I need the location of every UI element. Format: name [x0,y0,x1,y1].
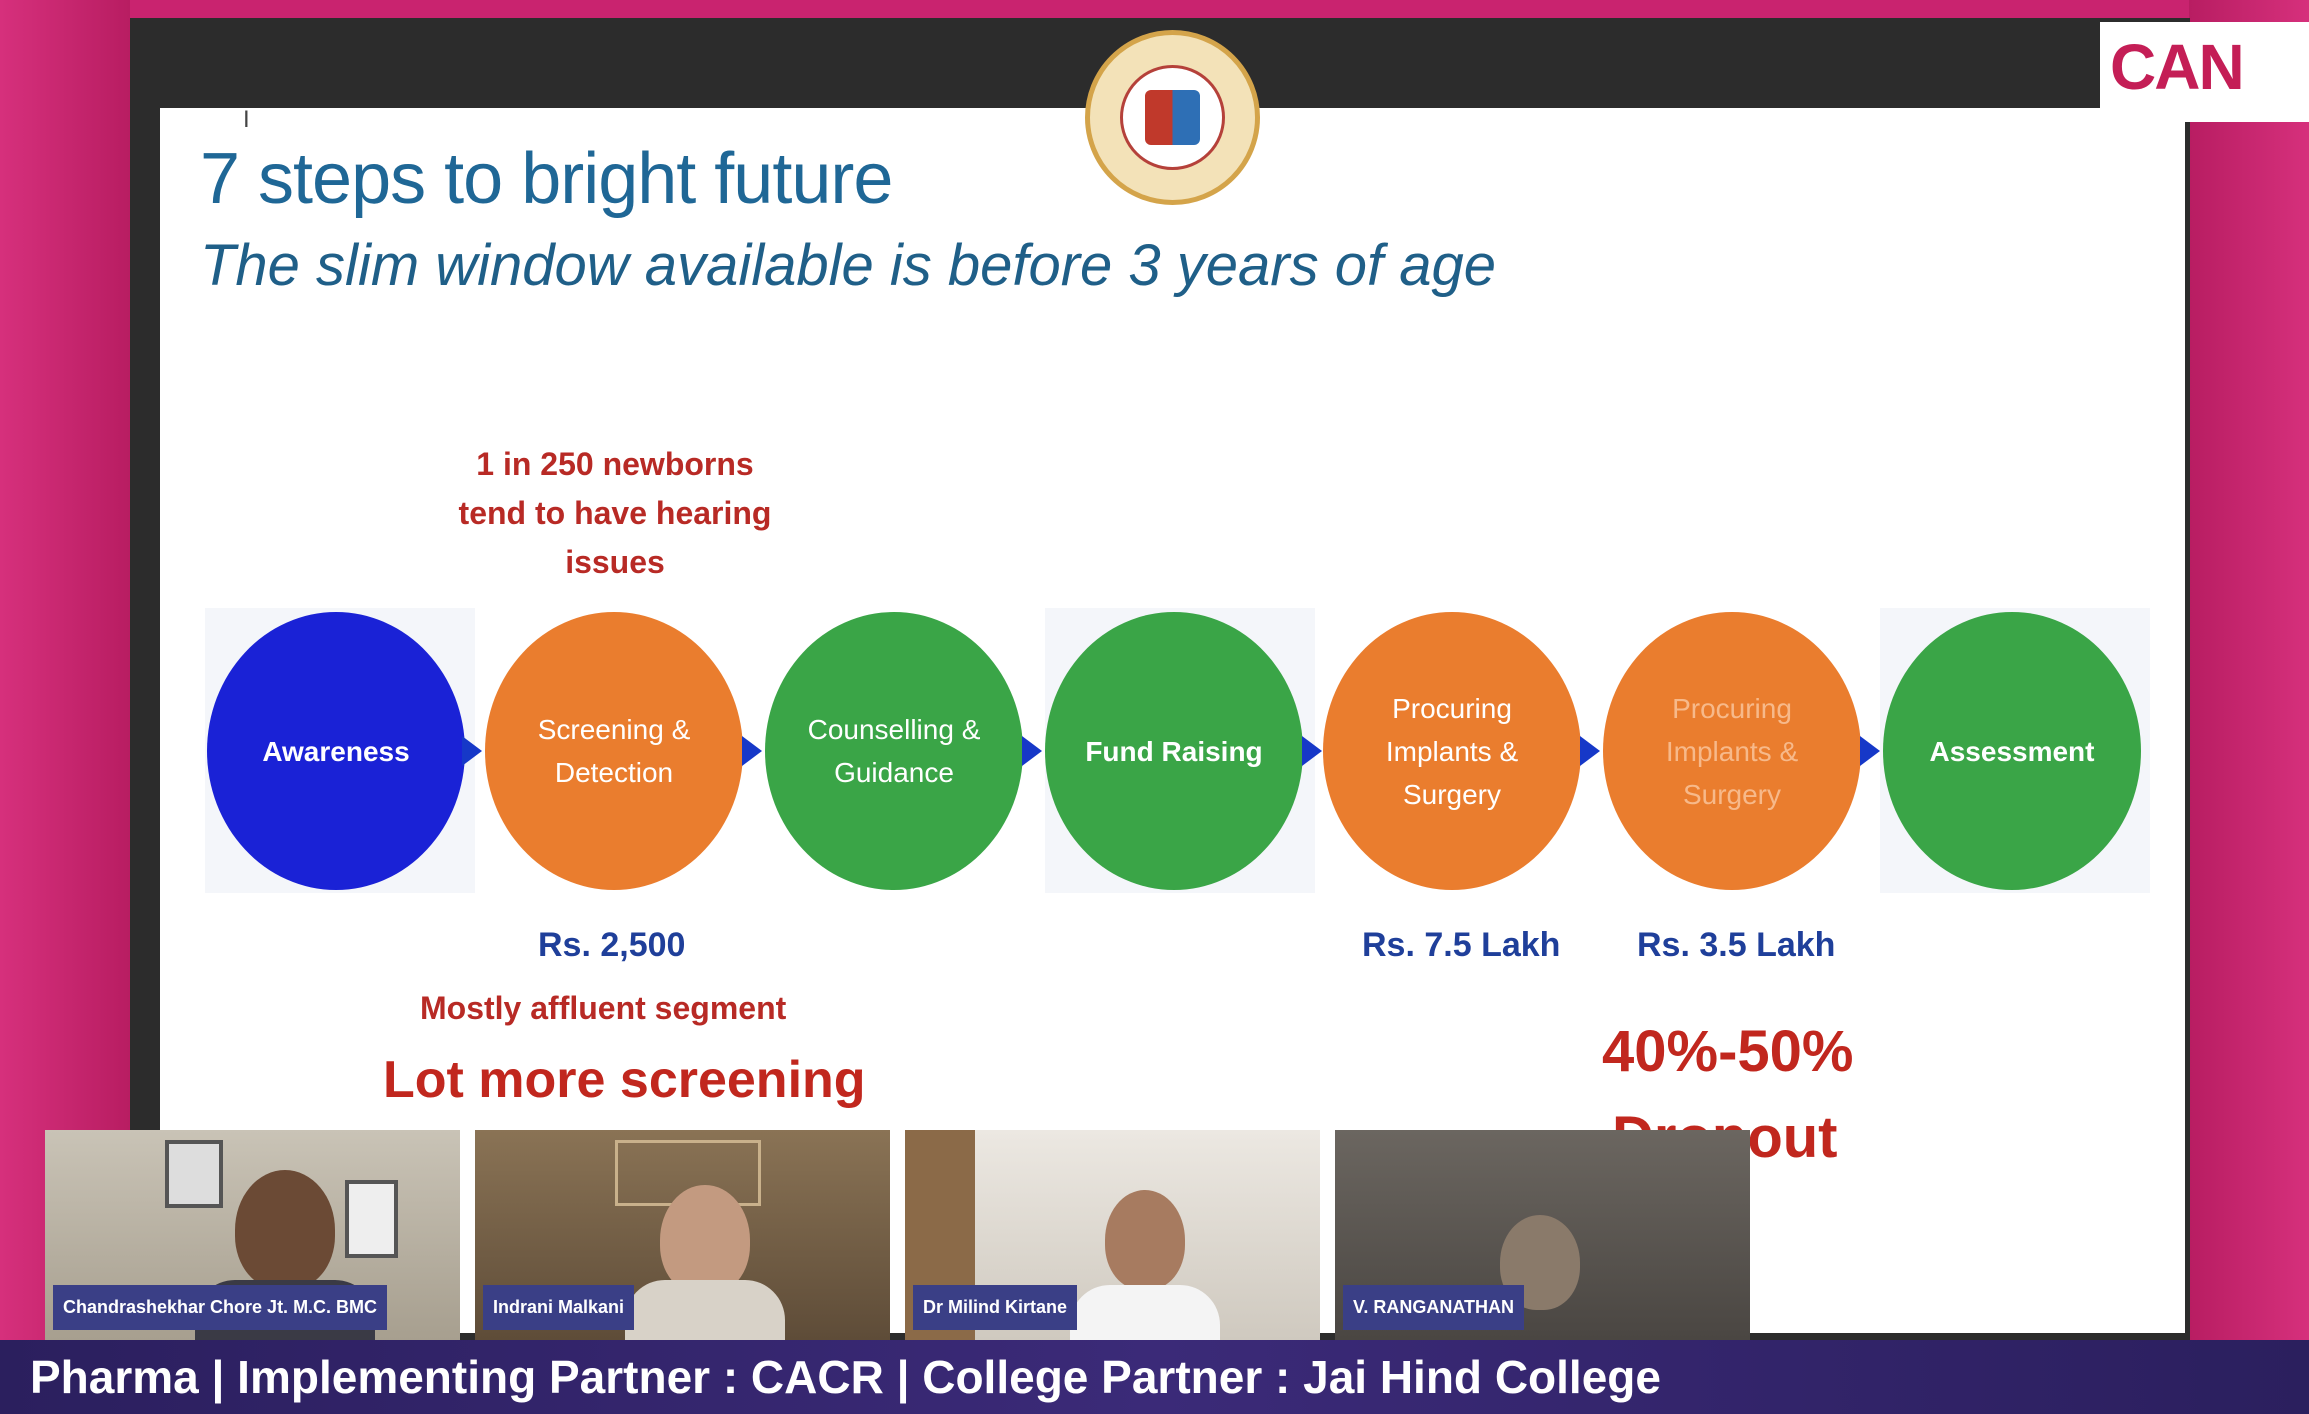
municipal-seal-icon [1085,30,1260,205]
price-screening: Rs. 2,500 [538,926,686,964]
arrow-icon [462,736,482,766]
arrow-icon [1302,736,1322,766]
step-procuring-implants-faded: Procuring Implants & Surgery [1603,612,1861,890]
participant-strip: Chandrashekhar Chore Jt. M.C. BMC Indran… [45,1130,2195,1340]
participant-tile[interactable]: Chandrashekhar Chore Jt. M.C. BMC [45,1130,460,1340]
participant-name: Dr Milind Kirtane [913,1285,1078,1330]
left-border [0,0,130,1340]
newborn-statistic-note: 1 in 250 newborns tend to have hearing i… [458,446,772,580]
step-screening-detection: Screening & Detection [485,612,743,890]
price-implants-1: Rs. 7.5 Lakh [1362,926,1561,964]
bottom-ticker: Pharma | Implementing Partner : CACR | C… [0,1340,2309,1414]
price-implants-2: Rs. 3.5 Lakh [1637,926,1836,964]
arrow-icon [1022,736,1042,766]
step-counselling-guidance: Counselling & Guidance [765,612,1023,890]
slide-title: 7 steps to bright future [200,139,893,219]
brand-logo-text: CAN [2110,31,2245,103]
ticker-text: Pharma | Implementing Partner : CACR | C… [30,1351,1661,1403]
step-awareness: Awareness [207,612,465,890]
participant-tile[interactable]: Dr Milind Kirtane [905,1130,1320,1340]
step-assessment: Assessment [1883,612,2141,890]
participant-name: V. RANGANATHAN [1343,1285,1525,1330]
slide-subtitle: The slim window available is before 3 ye… [200,233,1496,298]
step-procuring-implants: Procuring Implants & Surgery [1323,612,1581,890]
segment-note: Mostly affluent segment [420,990,787,1026]
arrow-icon [1860,736,1880,766]
arrow-icon [742,736,762,766]
participant-name: Chandrashekhar Chore Jt. M.C. BMC [53,1285,388,1330]
participant-tile[interactable]: Indrani Malkani [475,1130,890,1340]
arrow-icon [1580,736,1600,766]
right-border [2189,0,2309,1340]
callout-screening: Lot more screening [383,1051,866,1109]
callout-percent: 40%-50% [1602,1019,1854,1084]
step-fund-raising: Fund Raising [1045,612,1303,890]
participant-tile[interactable]: V. RANGANATHAN [1335,1130,1750,1340]
participant-name: Indrani Malkani [483,1285,635,1330]
brand-logo: CAN [2100,22,2309,122]
text-cursor-icon: I [243,106,250,133]
